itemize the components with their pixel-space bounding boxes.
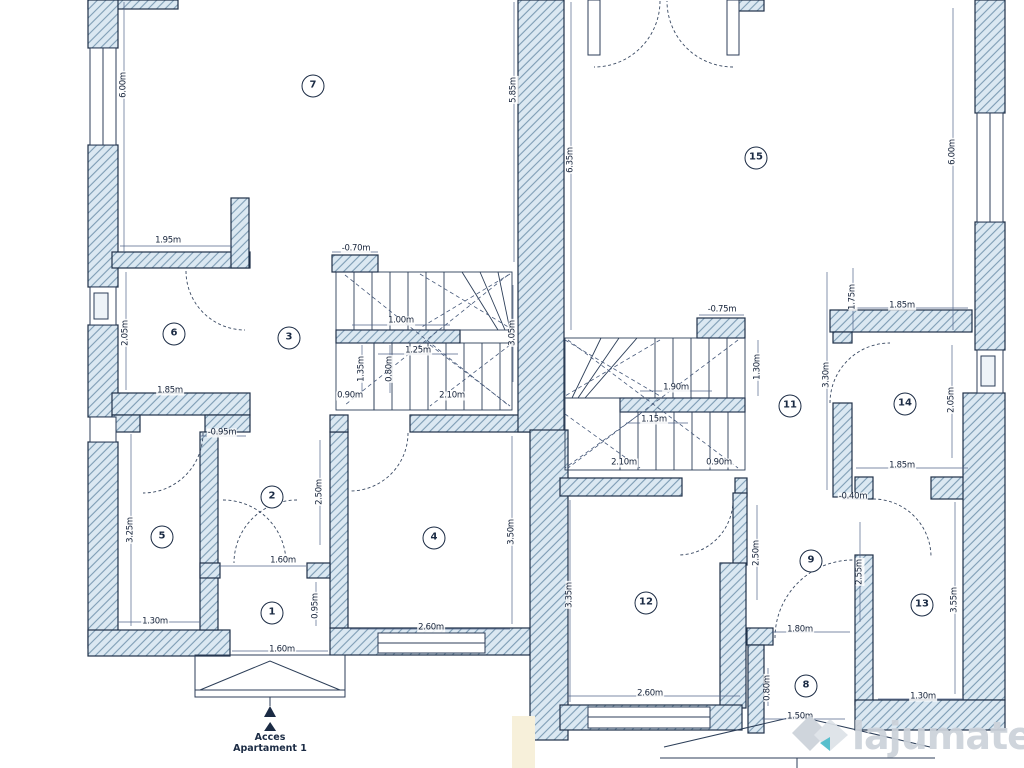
dimension-label: 3.35m <box>564 581 575 609</box>
acces-line1: Acces <box>254 732 286 743</box>
dimension-label: 6.00m <box>947 138 958 166</box>
watermark: lajumate.ro <box>790 708 1024 764</box>
dimension-label: 0.95m <box>310 592 321 620</box>
scan-artifact <box>512 716 535 768</box>
dimension-label: 2.50m <box>751 539 762 567</box>
stairs-left-winders <box>344 273 511 407</box>
dimension-label: 3.55m <box>949 586 960 614</box>
stairs-right <box>564 337 746 471</box>
dimension-label: 3.50m <box>506 518 517 546</box>
acces-line2: Apartament 1 <box>233 742 307 754</box>
dimension-label: 1.60m <box>269 555 297 566</box>
room-number-4: 4 <box>422 526 446 550</box>
dimension-label: 0.90m <box>705 457 733 468</box>
room-number-14: 14 <box>893 392 917 416</box>
dimension-label: 1.30m <box>909 691 937 702</box>
dimension-label: 1.85m <box>888 460 916 471</box>
room-number-6: 6 <box>162 322 186 346</box>
dimension-label: 1.50m <box>786 711 814 722</box>
dimension-label: 3.30m <box>821 361 832 389</box>
dimension-label: 2.05m <box>120 319 131 347</box>
dimension-label: -0.40m <box>837 491 869 502</box>
lajumate-logo-icon <box>792 715 848 751</box>
windows <box>89 0 1004 729</box>
dimension-label: 2.55m <box>854 558 865 586</box>
dimension-label: 0.80m <box>762 674 773 702</box>
room-number-5: 5 <box>150 525 174 549</box>
walls <box>87 0 1006 741</box>
dimension-label: 1.85m <box>156 385 184 396</box>
dimension-label: 2.50m <box>314 478 325 506</box>
dimension-label: -0.70m <box>340 243 372 254</box>
dimension-label: 2.05m <box>946 386 957 414</box>
room-number-12: 12 <box>634 591 658 615</box>
dimension-label: 1.30m <box>141 616 169 627</box>
room-number-15: 15 <box>744 146 768 170</box>
dimension-label: 3.25m <box>125 516 136 544</box>
room-number-1: 1 <box>260 601 284 625</box>
dimension-label: 1.30m <box>752 353 763 381</box>
dimension-label: 1.00m <box>387 315 415 326</box>
door-arcs <box>142 0 932 639</box>
dimension-label: 5.85m <box>508 76 519 104</box>
dimension-label: 1.75m <box>847 283 858 311</box>
room-number-8: 8 <box>794 674 818 698</box>
dimension-label: 1.85m <box>888 300 916 311</box>
dimension-label: 1.80m <box>786 624 814 635</box>
watermark-name: lajumate <box>852 714 1024 758</box>
room-number-7: 7 <box>301 74 325 98</box>
dimension-label: 1.15m <box>640 414 668 425</box>
dimension-label: -0.75m <box>706 304 738 315</box>
dimension-label: 6.00m <box>118 71 129 99</box>
room-number-9: 9 <box>799 549 823 573</box>
room-number-11: 11 <box>778 394 802 418</box>
dimension-label: 1.90m <box>662 382 690 393</box>
room-number-3: 3 <box>277 326 301 350</box>
dimension-label: 3.05m <box>507 319 518 347</box>
dimension-label: 2.10m <box>438 390 466 401</box>
dimension-label: 0.80m <box>384 355 395 383</box>
dimension-label: 2.60m <box>417 622 445 633</box>
dimension-label: 2.10m <box>610 457 638 468</box>
room-number-2: 2 <box>260 485 284 509</box>
acces-arrow-icon <box>263 722 276 731</box>
dimension-label: 6.35m <box>565 146 576 174</box>
dimension-label: 1.35m <box>356 355 367 383</box>
entry-apartment-1 <box>194 654 346 717</box>
room-number-13: 13 <box>910 593 934 617</box>
dimension-label: 1.25m <box>404 345 432 356</box>
dimension-label: -0.95m <box>206 427 238 438</box>
dimension-label: 2.60m <box>636 688 664 699</box>
watermark-text: lajumate.ro <box>852 708 1024 764</box>
dimension-label: 1.95m <box>154 235 182 246</box>
acces-label: Acces Apartament 1 <box>233 722 307 754</box>
dimension-label: 1.60m <box>268 644 296 655</box>
dimension-label: 0.90m <box>336 390 364 401</box>
